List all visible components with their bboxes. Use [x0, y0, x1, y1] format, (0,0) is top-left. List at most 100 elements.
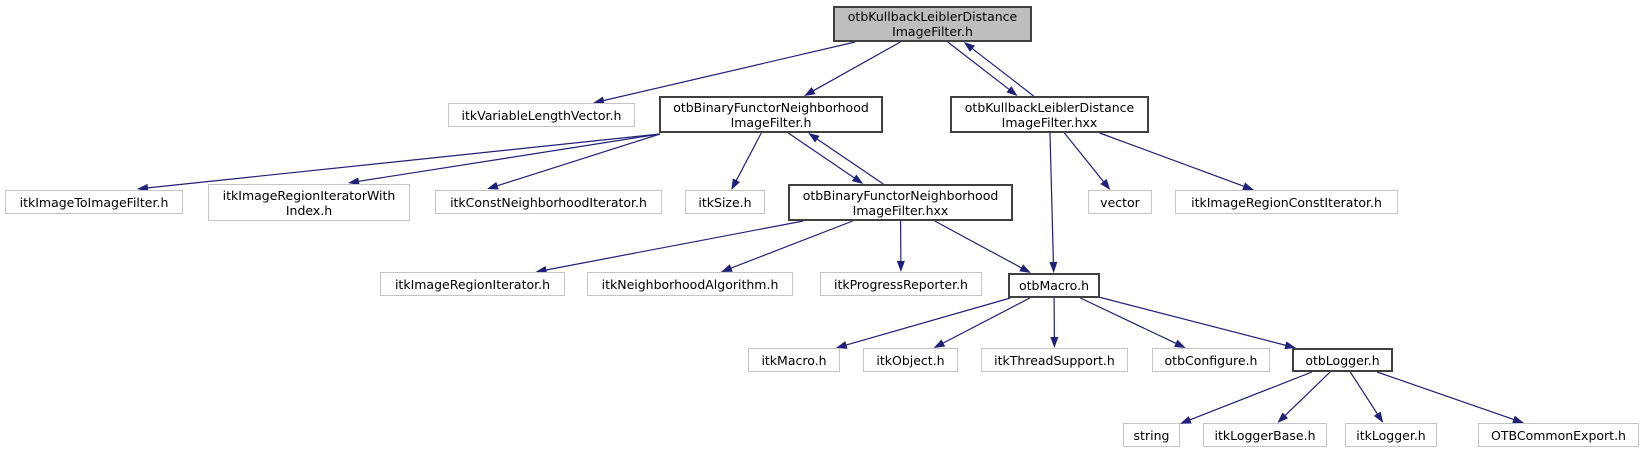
- edge-otb-macro-to-itk-macro: [835, 297, 1011, 349]
- arrowhead-icon: [720, 264, 733, 272]
- edge-otb-logger-to-itk-logger: [1349, 371, 1384, 423]
- node-label: ImageFilter.hxx: [1001, 114, 1098, 130]
- edge-kldif-h-to-bfnif-h: [804, 41, 901, 96]
- edge-bfnif-hxx-to-itk-progress-reporter: [896, 220, 905, 272]
- node-label: vector: [1100, 194, 1140, 210]
- arrowhead-icon: [1512, 415, 1524, 424]
- arrowhead-icon: [808, 133, 820, 143]
- node-label: otbKullbackLeiblerDistance: [964, 99, 1135, 115]
- node-label: itkImageRegionIterator.h: [394, 276, 551, 292]
- node-label: itkProgressReporter.h: [834, 276, 968, 292]
- node-label: otbKullbackLeiblerDistance: [847, 9, 1018, 24]
- edge-kldif-h-to-itk-variable-length-vector: [593, 41, 856, 105]
- node-itk-progress-reporter[interactable]: itkProgressReporter.h: [820, 272, 982, 296]
- node-label: itkConstNeighborhoodIterator.h: [450, 194, 647, 210]
- node-label: ImageFilter.h: [892, 24, 973, 39]
- edge-kldif-hxx-to-otb-macro: [1049, 132, 1058, 273]
- node-label: Index.h: [285, 202, 333, 218]
- edge-otb-macro-to-otb-configure: [1080, 297, 1186, 348]
- arrowhead-icon: [1019, 264, 1031, 273]
- node-label: OTBCommonExport.h: [1491, 427, 1626, 443]
- arrowhead-icon: [731, 178, 740, 190]
- arrowhead-icon: [835, 341, 848, 349]
- node-label: ImageFilter.h: [730, 114, 812, 130]
- node-label: itkThreadSupport.h: [994, 352, 1115, 368]
- node-itk-image-region-iterator[interactable]: itkImageRegionIterator.h: [380, 272, 565, 296]
- node-label: ImageFilter.hxx: [852, 202, 949, 218]
- edge-bfnif-hxx-to-otb-macro: [934, 220, 1031, 273]
- node-label: itkMacro.h: [761, 352, 827, 368]
- arrowhead-icon: [1100, 178, 1111, 190]
- arrowhead-icon: [1180, 416, 1192, 424]
- arrowhead-icon: [933, 339, 946, 348]
- node-itk-image-region-const-iterator[interactable]: itkImageRegionConstIterator.h: [1175, 190, 1398, 214]
- node-label: otbBinaryFunctorNeighborhood: [673, 99, 869, 115]
- node-label: otbBinaryFunctorNeighborhood: [802, 187, 999, 203]
- node-itk-neighborhood-algorithm[interactable]: itkNeighborhoodAlgorithm.h: [587, 272, 793, 296]
- arrowhead-icon: [137, 183, 149, 192]
- node-label: itkLoggerBase.h: [1214, 427, 1316, 443]
- edge-bfnif-h-to-itk-image-to-image-filter: [137, 133, 661, 192]
- node-label: itkNeighborhoodAlgorithm.h: [601, 276, 779, 292]
- node-itk-logger-base[interactable]: itkLoggerBase.h: [1203, 423, 1327, 447]
- node-itk-variable-length-vector[interactable]: itkVariableLengthVector.h: [448, 103, 635, 127]
- node-otb-macro[interactable]: otbMacro.h: [1008, 273, 1100, 298]
- node-itk-const-neighborhood-iterator[interactable]: itkConstNeighborhoodIterator.h: [435, 190, 662, 214]
- arrowhead-icon: [487, 181, 499, 190]
- arrowhead-icon: [1284, 341, 1297, 350]
- node-label: itkVariableLengthVector.h: [461, 107, 622, 123]
- node-label: otbConfigure.h: [1164, 352, 1258, 368]
- node-label: itkObject.h: [876, 352, 945, 368]
- node-label: string: [1133, 427, 1170, 443]
- arrowhead-icon: [535, 266, 548, 274]
- arrowhead-icon: [1373, 411, 1384, 423]
- node-otb-logger[interactable]: otbLogger.h: [1292, 348, 1393, 372]
- node-otb-common-export[interactable]: OTBCommonExport.h: [1478, 423, 1639, 447]
- edge-bfnif-h-to-itk-const-neighborhood-iterator: [487, 133, 661, 190]
- arrowhead-icon: [804, 87, 816, 96]
- node-itk-size[interactable]: itkSize.h: [685, 190, 765, 214]
- node-vector[interactable]: vector: [1088, 190, 1152, 214]
- edge-otb-logger-to-itk-logger-base: [1277, 371, 1331, 423]
- arrowhead-icon: [593, 96, 605, 105]
- arrowhead-icon: [1242, 182, 1254, 190]
- node-itk-logger[interactable]: itkLogger.h: [1345, 423, 1437, 447]
- node-itk-object[interactable]: itkObject.h: [863, 348, 958, 372]
- arrowhead-icon: [896, 260, 905, 272]
- arrowhead-icon: [1006, 86, 1018, 96]
- node-label: itkSize.h: [698, 194, 752, 210]
- edge-kldif-hxx-to-kldif-h: [963, 42, 1034, 97]
- node-string[interactable]: string: [1123, 423, 1180, 447]
- arrowhead-icon: [1050, 336, 1059, 348]
- arrowhead-icon: [1277, 412, 1289, 423]
- edge-otb-macro-to-otb-logger: [1099, 296, 1297, 350]
- arrowhead-icon: [963, 42, 975, 52]
- node-label: otbMacro.h: [1019, 278, 1089, 293]
- node-itk-thread-support[interactable]: itkThreadSupport.h: [981, 348, 1128, 372]
- node-label: itkImageRegionIteratorWith: [222, 187, 396, 203]
- edge-bfnif-h-to-itk-image-region-iterator-with-index: [348, 133, 661, 186]
- arrowhead-icon: [348, 177, 360, 186]
- edge-bfnif-h-to-bfnif-hxx: [787, 132, 864, 184]
- edge-otb-macro-to-itk-object: [933, 297, 1031, 348]
- node-itk-image-to-image-filter[interactable]: itkImageToImageFilter.h: [5, 190, 183, 214]
- edge-bfnif-hxx-to-itk-neighborhood-algorithm: [720, 220, 853, 272]
- node-label: itkLogger.h: [1356, 427, 1426, 443]
- node-otb-configure[interactable]: otbConfigure.h: [1152, 348, 1270, 372]
- arrowhead-icon: [1049, 261, 1058, 273]
- edge-otb-logger-to-string: [1180, 371, 1313, 424]
- node-itk-macro[interactable]: itkMacro.h: [748, 348, 840, 372]
- arrowhead-icon: [851, 174, 864, 184]
- node-label: itkImageToImageFilter.h: [19, 194, 169, 210]
- node-label: otbLogger.h: [1305, 352, 1380, 368]
- edge-bfnif-hxx-to-bfnif-h: [808, 133, 884, 185]
- edge-kldif-hxx-to-vector: [1063, 132, 1111, 190]
- edge-bfnif-hxx-to-itk-image-region-iterator: [535, 220, 804, 274]
